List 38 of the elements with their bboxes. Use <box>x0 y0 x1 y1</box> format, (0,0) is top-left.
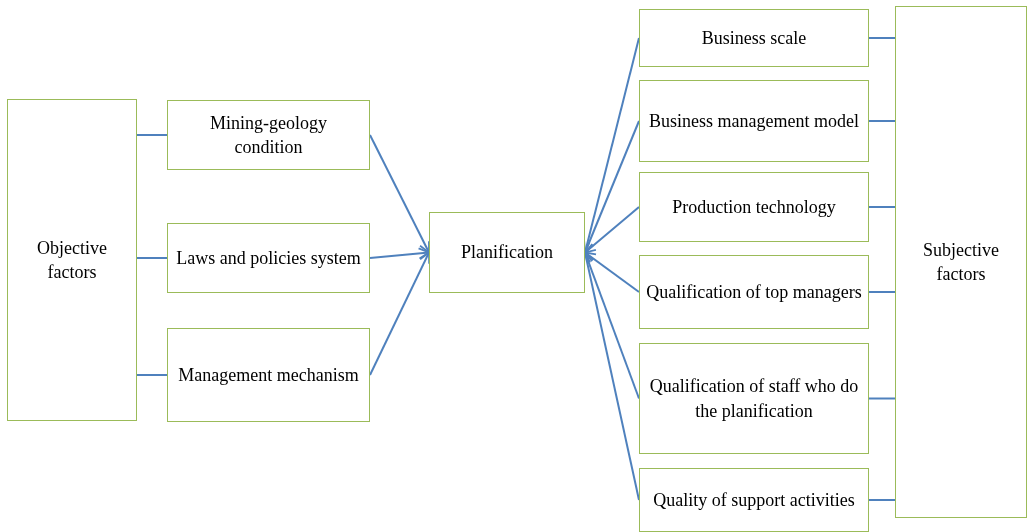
central-box <box>429 212 585 293</box>
box-label: Qualification of top managers <box>646 280 862 304</box>
connector-line <box>136 134 168 136</box>
factor-box <box>639 172 869 242</box>
arrow <box>369 247 430 260</box>
box-label: Business management model <box>649 109 859 133</box>
arrow <box>369 134 430 254</box>
factor-box <box>639 468 869 532</box>
factor-box <box>639 9 869 67</box>
arrow <box>584 206 640 254</box>
factor-box <box>895 6 1027 518</box>
factor-box <box>639 255 869 329</box>
box-label: Objective factors <box>36 236 108 284</box>
box-label: Business scale <box>701 26 807 50</box>
factor-box <box>167 328 370 422</box>
box-label: Quality of support activities <box>653 488 855 512</box>
connector-line <box>868 499 896 501</box>
box-label: Management mechanism <box>178 363 359 387</box>
factor-box <box>639 80 869 162</box>
connector-line <box>136 257 168 259</box>
connector-line <box>868 397 896 400</box>
factor-box <box>167 223 370 293</box>
arrow <box>369 251 431 376</box>
connector-line <box>868 37 896 39</box>
connector-line <box>868 291 896 293</box>
factor-box <box>639 343 869 454</box>
arrow <box>584 251 640 293</box>
box-label: Mining-geology condition <box>209 111 328 159</box>
factor-box <box>167 100 370 170</box>
box-label: Subjective factors <box>922 238 1000 286</box>
connector-line <box>136 374 168 376</box>
box-label: Laws and policies system <box>176 246 361 270</box>
box-label: Production technology <box>672 195 836 219</box>
factor-box <box>7 99 137 421</box>
box-label: Planification <box>461 241 553 265</box>
connector-line <box>868 206 896 208</box>
box-label: Qualification of staff who do the planification <box>648 375 860 423</box>
connector-line <box>868 120 896 122</box>
